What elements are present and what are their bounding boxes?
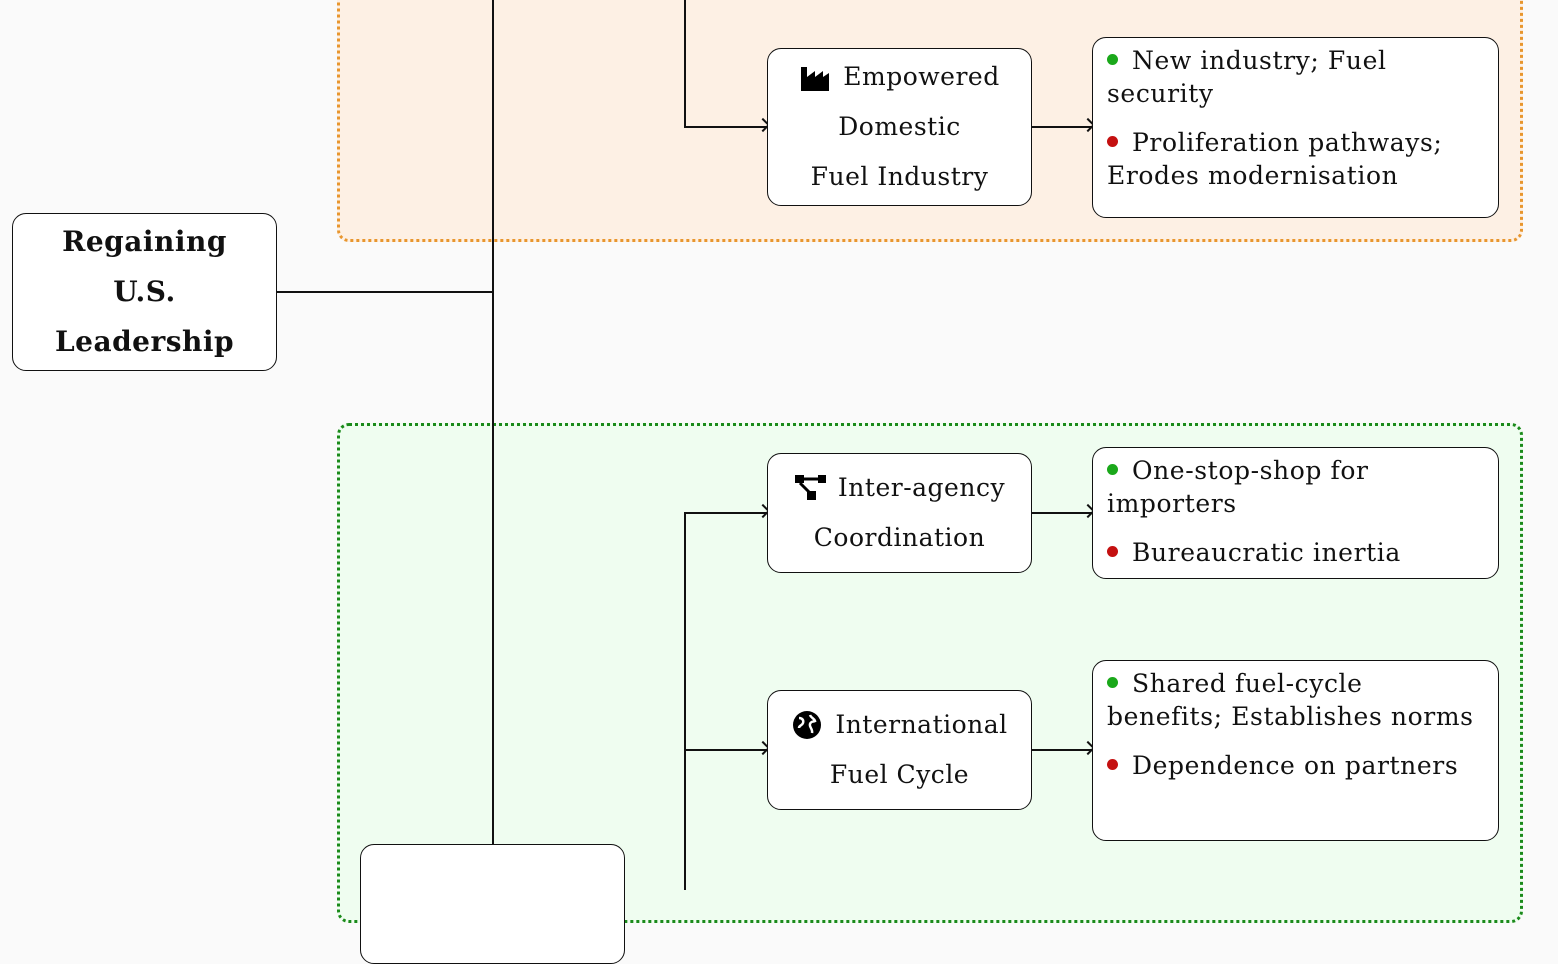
domestic-line-3: Fuel Industry <box>810 162 989 191</box>
main-trunk <box>492 0 494 845</box>
pro-text: Shared fuel-cycle benefits; Establishes … <box>1107 669 1474 731</box>
con-item: Proliferation pathways; Erodes modernisa… <box>1107 126 1484 192</box>
con-item: Dependence on partners <box>1107 749 1484 782</box>
pro-item: Shared fuel-cycle benefits; Establishes … <box>1107 667 1484 733</box>
con-bullet-icon <box>1107 546 1118 557</box>
pro-item: New industry; Fuel security <box>1107 44 1484 110</box>
international-line-1: International <box>835 710 1008 739</box>
interagency-line-2: Coordination <box>813 523 986 552</box>
arrow-to-interagency <box>685 512 767 514</box>
con-item: Bureaucratic inertia <box>1107 536 1484 569</box>
con-text: Proliferation pathways; Erodes modernisa… <box>1107 128 1443 190</box>
outcome-domestic: New industry; Fuel security Proliferatio… <box>1092 37 1499 218</box>
factory-icon <box>801 67 830 91</box>
domestic-line-2: Domestic <box>838 112 961 141</box>
pro-text: One-stop-shop for importers <box>1107 456 1369 518</box>
node-partial-bottom[interactable] <box>360 844 625 964</box>
interagency-line-1: Inter-agency <box>837 473 1006 502</box>
root-connector <box>276 291 493 293</box>
root-node[interactable]: Regaining U.S. Leadership <box>12 213 277 371</box>
con-bullet-icon <box>1107 136 1118 147</box>
international-line-2: Fuel Cycle <box>829 760 970 789</box>
orange-branch-trunk <box>684 0 686 128</box>
arrow-international-outcome <box>1032 749 1092 751</box>
outcome-international: Shared fuel-cycle benefits; Establishes … <box>1092 660 1499 841</box>
outcome-interagency: One-stop-shop for importers Bureaucratic… <box>1092 447 1499 579</box>
pro-bullet-icon <box>1107 464 1118 475</box>
network-icon <box>794 475 826 500</box>
pro-text: New industry; Fuel security <box>1107 46 1387 108</box>
arrow-interagency-outcome <box>1032 512 1092 514</box>
arrow-to-international <box>685 749 767 751</box>
arrow-to-domestic <box>685 126 767 128</box>
pro-bullet-icon <box>1107 677 1118 688</box>
con-text: Dependence on partners <box>1132 751 1459 780</box>
domestic-line-1: Empowered <box>843 62 1000 91</box>
arrow-domestic-outcome <box>1032 126 1092 128</box>
con-bullet-icon <box>1107 759 1118 770</box>
con-text: Bureaucratic inertia <box>1132 538 1401 567</box>
pro-bullet-icon <box>1107 54 1118 65</box>
node-domestic-fuel-industry[interactable]: Empowered Domestic Fuel Industry <box>767 48 1032 206</box>
root-line-2: U.S. <box>113 275 176 308</box>
root-line-1: Regaining <box>62 225 227 258</box>
green-branch-trunk <box>684 512 686 890</box>
node-interagency-coordination[interactable]: Inter-agency Coordination <box>767 453 1032 573</box>
pro-item: One-stop-shop for importers <box>1107 454 1484 520</box>
globe-icon <box>793 711 822 739</box>
root-line-3: Leadership <box>54 325 235 358</box>
node-international-fuel-cycle[interactable]: International Fuel Cycle <box>767 690 1032 810</box>
